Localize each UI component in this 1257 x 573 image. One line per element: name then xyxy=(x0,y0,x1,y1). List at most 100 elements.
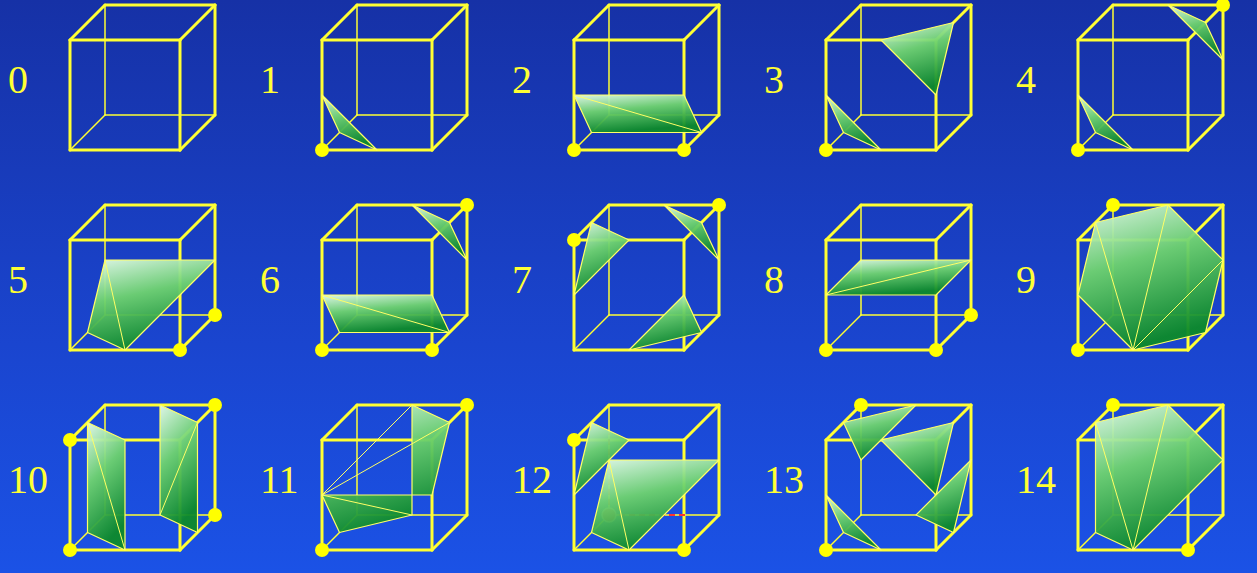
inside-vertex xyxy=(425,343,439,357)
iso-surface xyxy=(881,23,954,96)
inside-vertex xyxy=(854,398,868,412)
cube-edge xyxy=(105,204,215,207)
triangle-edge xyxy=(160,423,198,516)
cube-edge xyxy=(69,240,72,350)
cube-edge xyxy=(574,315,609,350)
case-number: 1 xyxy=(260,60,280,100)
iso-surface xyxy=(1096,405,1224,550)
cube-edge xyxy=(936,315,971,350)
cube-edge xyxy=(466,5,469,115)
cube-edge xyxy=(214,405,217,515)
cube-edge xyxy=(861,4,971,7)
cube-edge xyxy=(1187,40,1190,150)
cube-edge xyxy=(609,4,719,7)
cube-edge xyxy=(322,39,432,42)
cube-edge xyxy=(322,5,357,40)
cube-edge xyxy=(826,349,936,352)
inside-vertex xyxy=(712,198,726,212)
case-number: 5 xyxy=(8,260,28,300)
cube-edge xyxy=(105,114,215,116)
cube-edge xyxy=(1113,114,1223,116)
cube-edge xyxy=(69,440,72,550)
cube-edge xyxy=(432,515,467,550)
cube-edge xyxy=(826,315,861,350)
triangle-edge xyxy=(629,460,719,550)
triangle-edge xyxy=(1133,405,1168,550)
inside-vertex xyxy=(460,398,474,412)
case-number: 14 xyxy=(1016,460,1056,500)
cube-edge xyxy=(574,5,609,40)
cube-edge xyxy=(70,149,180,152)
cube-edge xyxy=(1188,115,1223,150)
cube-edge xyxy=(322,405,357,440)
cube-edge xyxy=(356,5,358,115)
cube-edge xyxy=(104,5,106,115)
cube-edge xyxy=(574,149,684,152)
cube-edge xyxy=(322,549,432,552)
iso-surface xyxy=(574,95,702,133)
iso-surface xyxy=(160,405,198,533)
cube-edge xyxy=(70,115,105,150)
cube-edge xyxy=(684,515,719,550)
triangle-edge xyxy=(88,423,126,551)
triangle-edge xyxy=(1096,423,1134,551)
inside-vertex xyxy=(677,143,691,157)
cube-edge xyxy=(322,239,432,242)
case-number: 13 xyxy=(764,460,804,500)
cube-edge xyxy=(357,4,467,7)
triangle-edge xyxy=(125,260,215,350)
triangle-edge xyxy=(1096,223,1134,351)
cube-edge xyxy=(826,205,861,240)
cube-edge xyxy=(105,4,215,7)
iso-surface xyxy=(88,423,126,551)
cube-edge xyxy=(322,349,432,352)
cube-edge xyxy=(322,205,357,240)
iso-surface xyxy=(916,460,971,533)
cube-edge xyxy=(936,205,971,240)
iso-surface xyxy=(664,205,719,260)
inside-vertex xyxy=(567,233,581,247)
case-number: 11 xyxy=(260,460,299,500)
cube-edge xyxy=(860,5,862,115)
inside-vertex xyxy=(1071,343,1085,357)
inside-vertex xyxy=(1216,0,1230,12)
iso-surface xyxy=(592,460,720,550)
triangle-edge xyxy=(1133,205,1168,350)
cube-edge xyxy=(70,239,180,242)
cube-edge xyxy=(431,40,434,150)
triangle-edge xyxy=(322,405,412,495)
iso-surface xyxy=(322,405,450,533)
inside-vertex xyxy=(819,543,833,557)
cube-edge xyxy=(718,5,721,115)
inside-vertex xyxy=(1071,143,1085,157)
triangle-edge xyxy=(105,260,125,350)
inside-vertex xyxy=(173,343,187,357)
cube-edge xyxy=(357,114,467,116)
case-number: 7 xyxy=(512,260,532,300)
triangle-edge xyxy=(1133,260,1223,350)
triangle-edge xyxy=(322,295,450,333)
cube-edge xyxy=(936,115,971,150)
cube-edge xyxy=(432,115,467,150)
inside-vertex xyxy=(63,543,77,557)
inside-vertex xyxy=(567,433,581,447)
cube-edge xyxy=(69,40,72,150)
inside-vertex xyxy=(964,308,978,322)
iso-surface xyxy=(881,423,954,496)
case-number: 2 xyxy=(512,60,532,100)
cube-edge xyxy=(1188,515,1223,550)
triangle-edge xyxy=(1133,460,1223,550)
cube-edge xyxy=(70,39,180,42)
cube-edge xyxy=(826,239,936,242)
case-number: 9 xyxy=(1016,260,1036,300)
inside-vertex xyxy=(460,198,474,212)
cube-edge xyxy=(180,115,215,150)
inside-vertex xyxy=(929,343,943,357)
inside-vertex xyxy=(677,543,691,557)
iso-surface xyxy=(322,295,450,333)
triangle-edge xyxy=(609,460,629,550)
cube-edge xyxy=(970,5,973,115)
inside-vertex xyxy=(315,343,329,357)
inside-vertex xyxy=(1106,198,1120,212)
cube-edge xyxy=(826,5,861,40)
